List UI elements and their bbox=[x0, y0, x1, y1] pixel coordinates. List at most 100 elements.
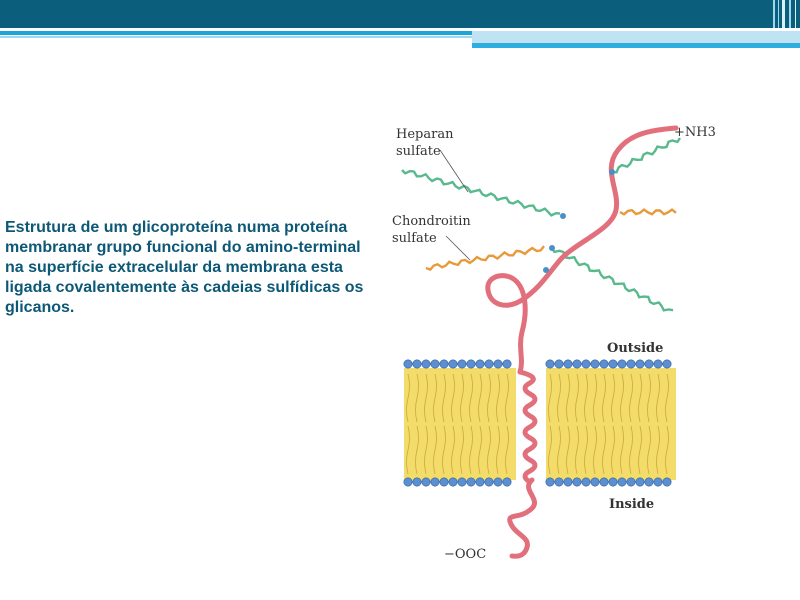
lipid-tail bbox=[415, 373, 419, 423]
lipid-tail bbox=[629, 373, 633, 423]
lipid-tail bbox=[602, 373, 606, 423]
label-nh3: +NH3 bbox=[674, 125, 716, 140]
header-bar bbox=[0, 0, 800, 28]
heparan-sulfate-chain bbox=[550, 247, 674, 312]
lipid-tail bbox=[469, 373, 473, 423]
head-group bbox=[412, 359, 422, 369]
head-group bbox=[563, 477, 573, 487]
label-cooh: −OOC bbox=[444, 547, 486, 562]
label-heparan-sulfate: sulfate bbox=[396, 144, 441, 159]
heparan-sulfate-chain bbox=[401, 169, 561, 217]
head-group bbox=[662, 359, 672, 369]
c-terminal-tail bbox=[507, 477, 537, 559]
lipid-tail bbox=[629, 425, 633, 475]
head-group bbox=[644, 359, 654, 369]
head-group bbox=[484, 359, 494, 369]
lipid-tail bbox=[611, 373, 615, 423]
lipid-tail bbox=[638, 373, 642, 423]
heparan-sulfate-chain bbox=[611, 137, 681, 174]
head-group bbox=[590, 359, 600, 369]
lipid-tail bbox=[566, 425, 570, 475]
accent-bar-light bbox=[472, 31, 800, 43]
lipid-tail bbox=[406, 425, 410, 475]
head-group bbox=[608, 477, 618, 487]
attachment-site bbox=[609, 169, 615, 175]
head-group bbox=[448, 477, 458, 487]
lipid-tail bbox=[575, 425, 579, 475]
head-group bbox=[581, 359, 591, 369]
label-outside: Outside bbox=[607, 341, 663, 356]
lipid-tail bbox=[496, 373, 500, 423]
leader-chondroitin bbox=[445, 235, 471, 261]
lipid-tail bbox=[451, 425, 455, 475]
lipid-bilayer bbox=[403, 359, 676, 487]
head-group bbox=[644, 477, 654, 487]
chondroitin-sulfate-chain bbox=[619, 208, 677, 216]
lipid-tail bbox=[647, 425, 651, 475]
lipid-tail bbox=[505, 373, 509, 423]
head-group bbox=[572, 359, 582, 369]
lipid-tail bbox=[557, 425, 561, 475]
head-group bbox=[617, 359, 627, 369]
head-group bbox=[635, 359, 645, 369]
protein-chain bbox=[485, 125, 679, 375]
attachment-site bbox=[549, 245, 555, 251]
bilayer-left bbox=[404, 368, 516, 480]
head-group bbox=[545, 477, 555, 487]
head-group bbox=[581, 477, 591, 487]
head-group bbox=[662, 477, 672, 487]
head-group bbox=[475, 359, 485, 369]
lipid-tail bbox=[433, 373, 437, 423]
attachment-site bbox=[560, 213, 566, 219]
head-group bbox=[608, 359, 618, 369]
lipid-tail bbox=[460, 373, 464, 423]
lipid-tail bbox=[647, 373, 651, 423]
lipid-tail bbox=[469, 425, 473, 475]
head-group bbox=[626, 477, 636, 487]
slide-caption: Estrutura de um glicoproteína numa prote… bbox=[5, 219, 364, 316]
lipid-tail bbox=[424, 425, 428, 475]
bilayer-right bbox=[546, 368, 676, 480]
lipid-tail bbox=[478, 425, 482, 475]
label-heparan: Heparan bbox=[396, 127, 454, 142]
lipid-tail bbox=[584, 425, 588, 475]
label-inside: Inside bbox=[609, 497, 654, 512]
lipid-tail bbox=[638, 425, 642, 475]
lipid-tail bbox=[656, 425, 660, 475]
lipid-tail bbox=[451, 373, 455, 423]
head-group bbox=[493, 477, 503, 487]
chondroitin-sulfate-chain bbox=[425, 245, 545, 272]
lipid-tail bbox=[478, 373, 482, 423]
lipid-tail bbox=[665, 425, 669, 475]
head-group bbox=[466, 359, 476, 369]
lipid-tail bbox=[656, 373, 660, 423]
lipid-tail bbox=[460, 425, 464, 475]
attachment-site bbox=[543, 267, 549, 273]
lipid-tail bbox=[487, 373, 491, 423]
lipid-tail bbox=[602, 425, 606, 475]
head-group bbox=[653, 477, 663, 487]
head-group bbox=[563, 359, 573, 369]
head-group bbox=[439, 477, 449, 487]
head-group bbox=[430, 359, 440, 369]
head-group bbox=[599, 477, 609, 487]
lipid-tail bbox=[557, 373, 561, 423]
head-group bbox=[599, 359, 609, 369]
head-group bbox=[554, 359, 564, 369]
head-group bbox=[403, 359, 413, 369]
head-group bbox=[502, 359, 512, 369]
lipid-tail bbox=[548, 373, 552, 423]
head-group bbox=[421, 477, 431, 487]
lipid-tail bbox=[496, 425, 500, 475]
head-group bbox=[403, 477, 413, 487]
lipid-tail bbox=[548, 425, 552, 475]
glycoprotein-diagram: Heparan sulfate Chondroitin sulfate +NH3… bbox=[392, 125, 716, 562]
head-group bbox=[572, 477, 582, 487]
head-group bbox=[626, 359, 636, 369]
header-stripes bbox=[773, 0, 796, 28]
head-group bbox=[653, 359, 663, 369]
accent-line bbox=[0, 36, 472, 38]
head-group bbox=[617, 477, 627, 487]
head-group bbox=[430, 477, 440, 487]
lipid-tail bbox=[611, 425, 615, 475]
